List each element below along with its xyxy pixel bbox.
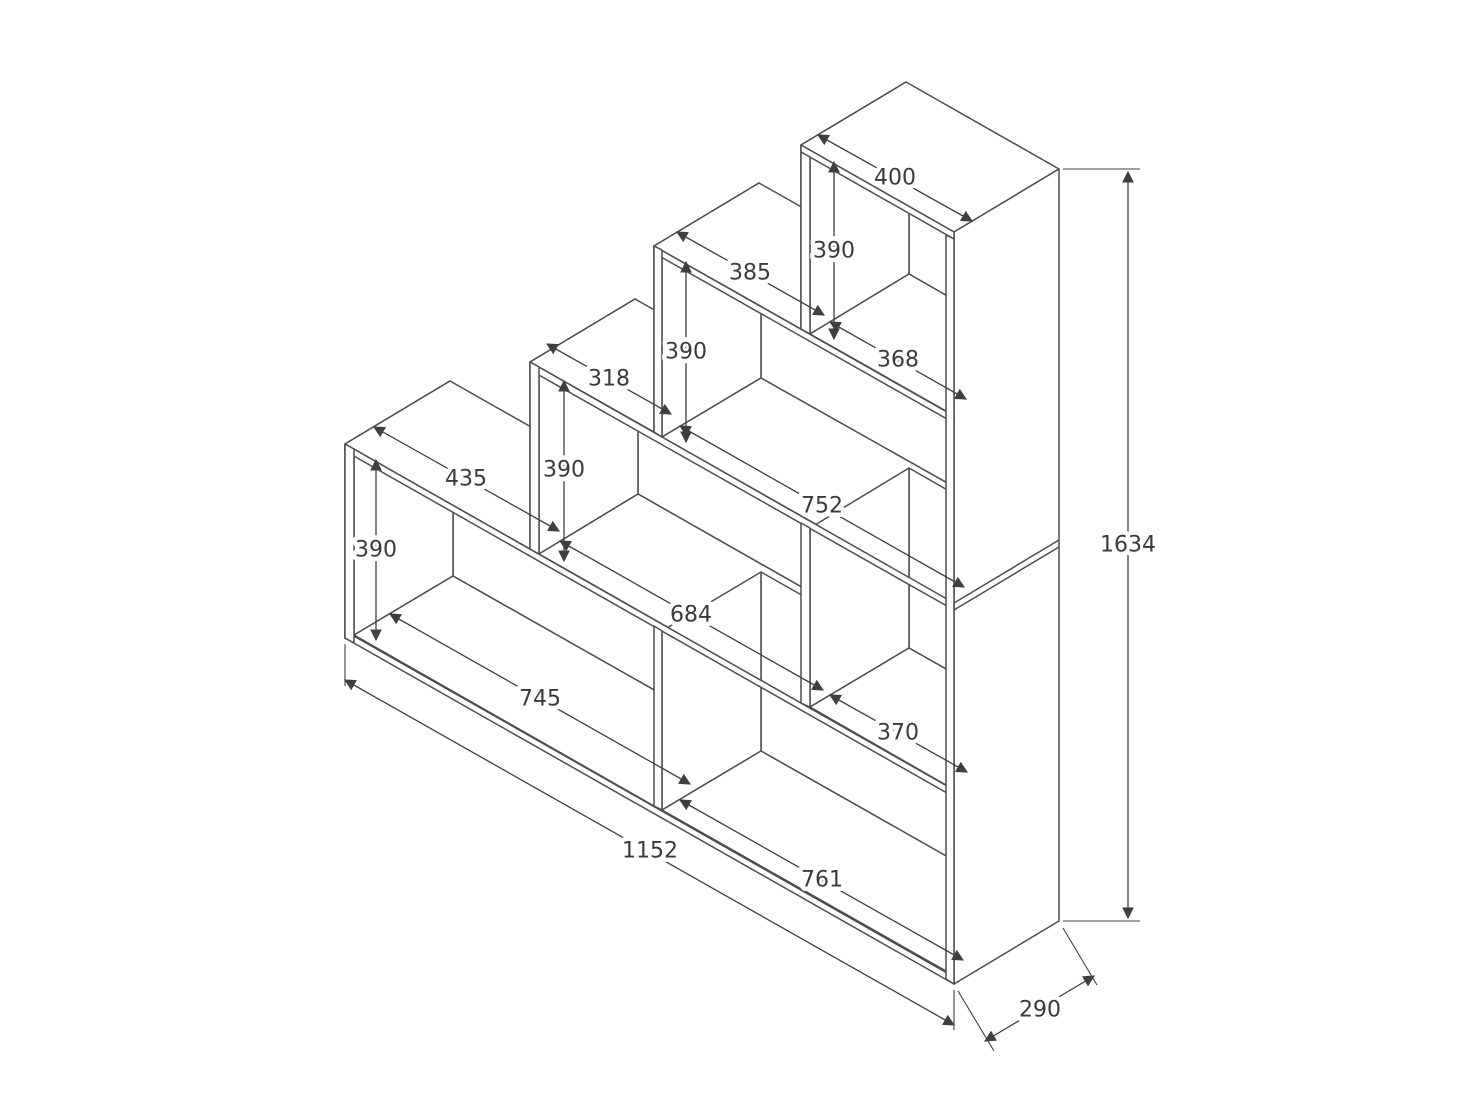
dim-label-bottom-right-inner-width: 761 <box>801 868 843 893</box>
dim-line-step3-top-width <box>675 231 826 316</box>
dim-line-step2-top-width <box>545 343 673 415</box>
dim-label-mid-left-inner-width: 684 <box>670 603 712 628</box>
unit-seam-upper <box>953 539 1060 604</box>
dim-line-step4-top-width <box>816 134 974 222</box>
dim-label-step2-inner-height: 390 <box>543 458 585 483</box>
dim-label-total-width: 1152 <box>622 839 678 864</box>
dim-line-top-right-inner-width <box>828 321 968 400</box>
dim-label-step1-top-width: 435 <box>445 467 487 492</box>
dim-label-step3-inner-height: 390 <box>665 340 707 365</box>
dim-label-depth: 290 <box>1019 998 1061 1023</box>
dim-line-total-width <box>343 679 956 1026</box>
dimension-lines <box>343 134 1140 1052</box>
left-panel-edge <box>344 443 355 644</box>
dim-label-mid-right-inner-width: 370 <box>877 721 919 746</box>
unit-seam-lower <box>953 546 1060 611</box>
dim-label-wide-shelf-inner-width: 752 <box>801 494 843 519</box>
right-side-panel <box>953 168 1060 985</box>
dimension-labels: 435 318 385 400 390 390 390 390 368 752 … <box>351 161 1161 1027</box>
dim-label-step2-top-width: 318 <box>588 367 630 392</box>
column2-panel-edge <box>529 361 540 555</box>
dim-label-top-right-inner-width: 368 <box>877 348 919 373</box>
dim-label-bottom-left-inner-width: 745 <box>519 687 561 712</box>
dim-label-step3-top-width: 385 <box>729 261 771 286</box>
dim-line-wide-shelf-inner-width <box>678 425 966 588</box>
dim-label-step4-inner-height: 390 <box>813 239 855 264</box>
right-panel-edge <box>945 234 955 985</box>
dim-line-step1-top-width <box>372 426 561 532</box>
dim-line-mid-left-inner-width <box>558 540 825 691</box>
bottom-divider-edge <box>653 625 663 811</box>
dim-label-total-height: 1634 <box>1100 533 1156 558</box>
dim-label-step4-top-width: 400 <box>874 166 916 191</box>
dim-line-depth <box>983 975 1096 1042</box>
dim-label-step1-inner-height: 390 <box>355 538 397 563</box>
